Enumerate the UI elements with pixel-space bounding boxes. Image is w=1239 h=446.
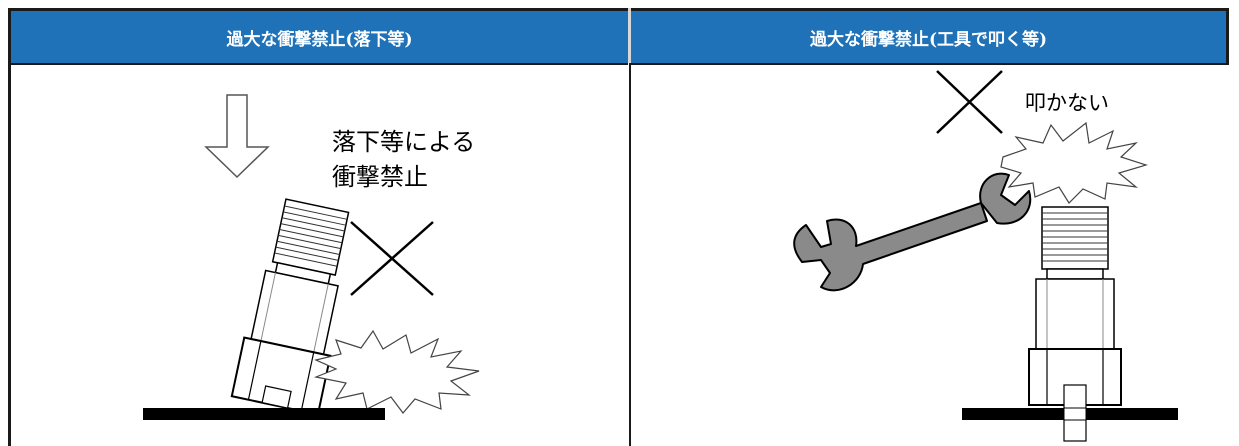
impact-burst-icon [313, 329, 480, 414]
header-divider [628, 8, 631, 63]
drop-impact-illustration: 落下等による 衝撃禁止 [143, 94, 480, 420]
prohibited-x-icon [936, 70, 1003, 134]
tool-caption: 叩かない [1025, 91, 1109, 115]
tool-impact-panel: 叩かない [629, 63, 1229, 446]
drop-caption-line1: 落下等による [332, 128, 475, 156]
down-arrow-icon [204, 94, 270, 179]
prohibited-x-icon [350, 221, 434, 296]
header-drop-impact: 過大な衝撃禁止(落下等) [8, 8, 628, 63]
header-tool-impact: 過大な衝撃禁止(工具で叩く等) [631, 8, 1229, 63]
wrench-icon [793, 172, 1032, 292]
drop-impact-panel: 落下等による 衝撃禁止 [8, 63, 628, 446]
tool-impact-illustration: 叩かない [793, 70, 1178, 442]
floor-bar [143, 408, 385, 420]
impact-burst-icon [1000, 121, 1149, 204]
drop-caption-line2: 衝撃禁止 [332, 163, 428, 191]
sensor-icon [1028, 206, 1122, 442]
sensor-icon [230, 198, 350, 416]
prohibition-table: 過大な衝撃禁止(落下等) 過大な衝撃禁止(工具で叩く等) 落下等による 衝撃禁止 [8, 8, 1229, 446]
